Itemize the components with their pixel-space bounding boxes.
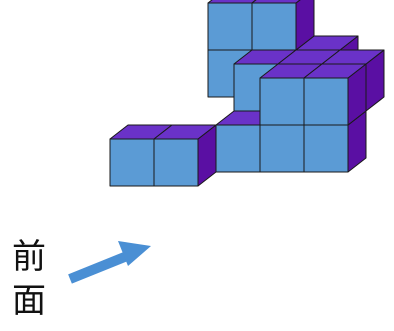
cube-side-face: [295, 0, 315, 51]
cube-front-face: [207, 2, 253, 51]
unit-cube: [153, 124, 217, 187]
cube-front-face: [259, 124, 305, 173]
unit-cube: [303, 63, 367, 126]
front-arrow-icon: [68, 241, 151, 284]
cube-front-face: [215, 124, 261, 173]
cube-top-face: [251, 0, 301, 4]
cubes-layer: [109, 0, 385, 187]
front-label-char-2: 面: [12, 281, 46, 321]
front-label-char-1: 前: [12, 237, 46, 277]
cube-front-face: [303, 77, 349, 126]
cube-top-face: [153, 124, 217, 140]
cube-top-face: [303, 63, 367, 79]
cube-front-face: [259, 77, 305, 126]
cube-front-face: [303, 124, 349, 173]
cube-front-face: [153, 138, 199, 187]
cube-front-face: [109, 138, 155, 187]
unit-cube: [251, 0, 315, 51]
cube-front-face: [251, 2, 297, 51]
cube-top-face: [207, 0, 257, 4]
